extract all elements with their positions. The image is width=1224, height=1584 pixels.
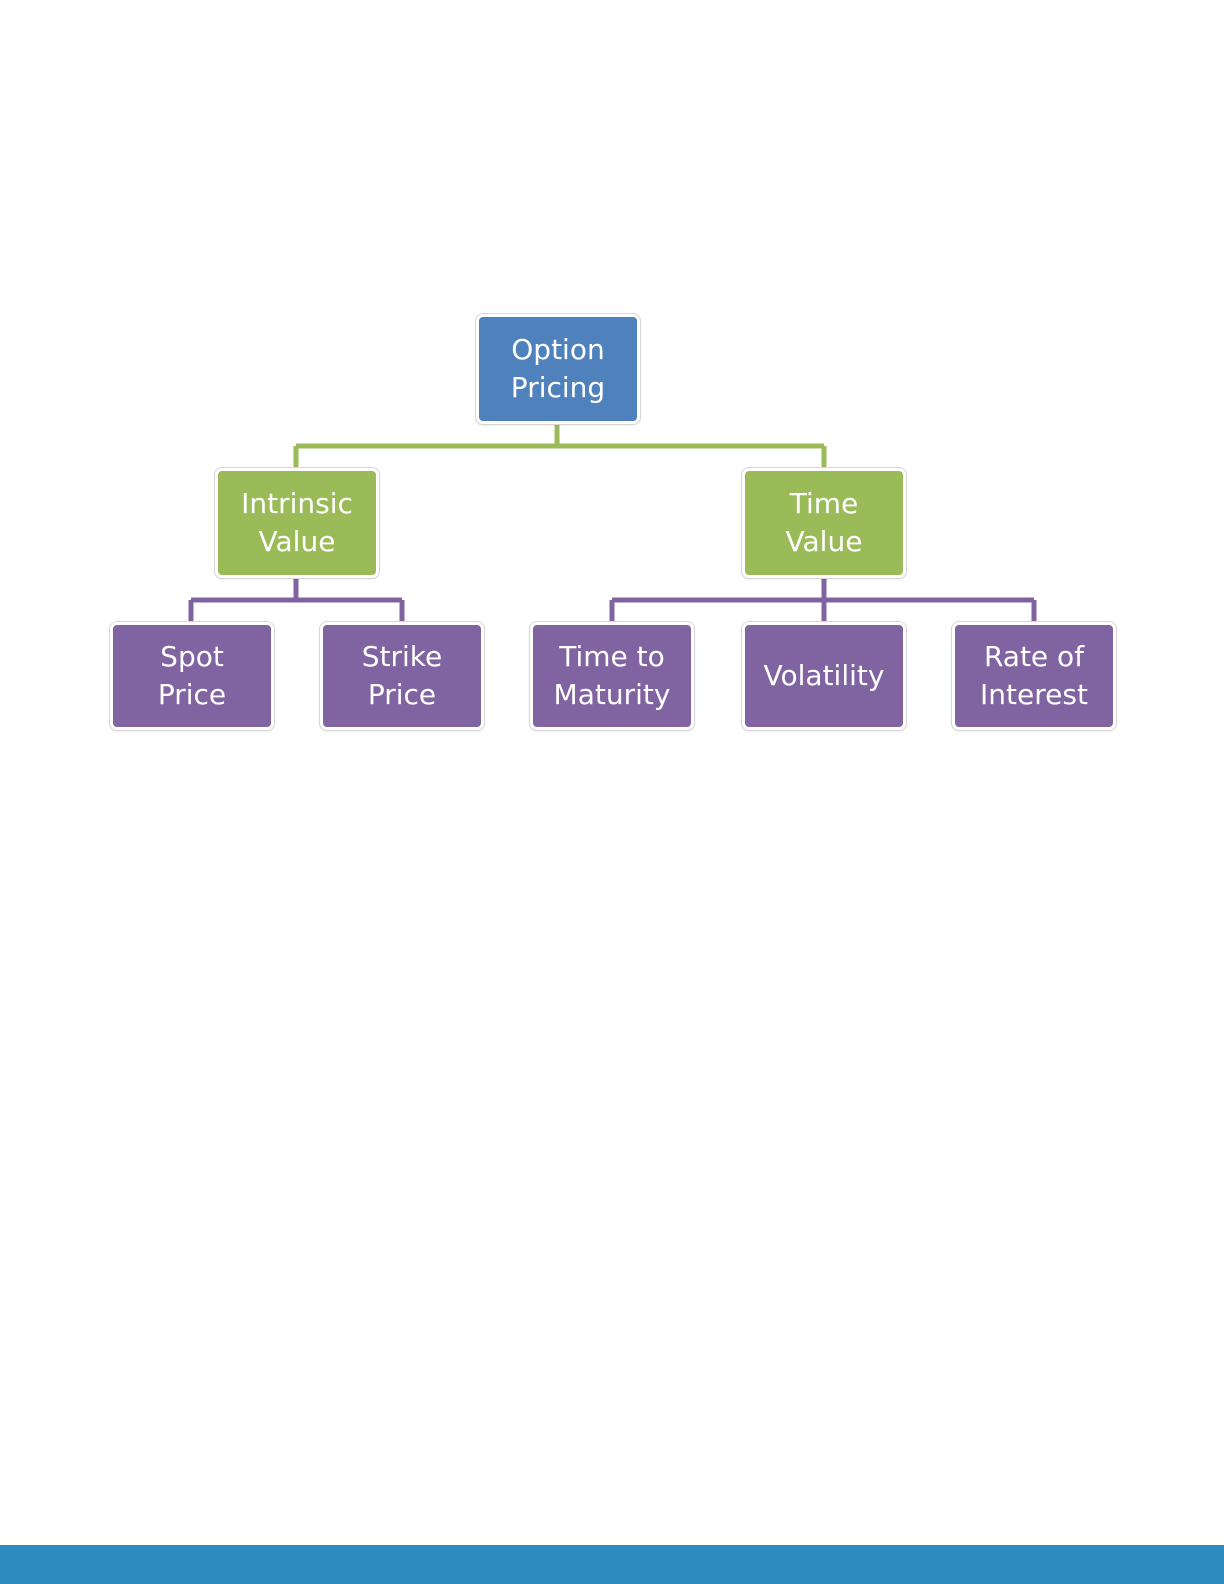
node-label-line1: Intrinsic xyxy=(241,487,353,520)
node-label-line2: Price xyxy=(367,678,437,711)
node-volatility: Volatility xyxy=(742,622,906,730)
node-label-line1: Rate of xyxy=(983,640,1085,673)
node-label-line1: Volatility xyxy=(763,659,885,692)
node-label-line1: Option xyxy=(511,333,605,366)
node-label-line2: Value xyxy=(785,525,863,558)
node-option-pricing: Option Pricing xyxy=(476,314,640,424)
node-label-line1: Time xyxy=(789,487,859,520)
node-label-line1: Spot xyxy=(160,640,224,673)
node-label-line2: Maturity xyxy=(553,678,671,711)
node-label-line1: Time to xyxy=(559,640,665,673)
footer-bar xyxy=(0,1545,1224,1584)
node-label-line2: Interest xyxy=(980,678,1088,711)
node-label-line1: Strike xyxy=(361,640,443,673)
node-label-line2: Value xyxy=(258,525,336,558)
node-label-line2: Pricing xyxy=(510,371,606,404)
node-spot-price: Spot Price xyxy=(110,622,274,730)
node-time-value: Time Value xyxy=(742,468,906,578)
node-intrinsic-value: Intrinsic Value xyxy=(215,468,379,578)
node-rate-of-interest: Rate of Interest xyxy=(952,622,1116,730)
node-label-line2: Price xyxy=(157,678,227,711)
node-strike-price: Strike Price xyxy=(320,622,484,730)
node-time-to-maturity: Time to Maturity xyxy=(530,622,694,730)
